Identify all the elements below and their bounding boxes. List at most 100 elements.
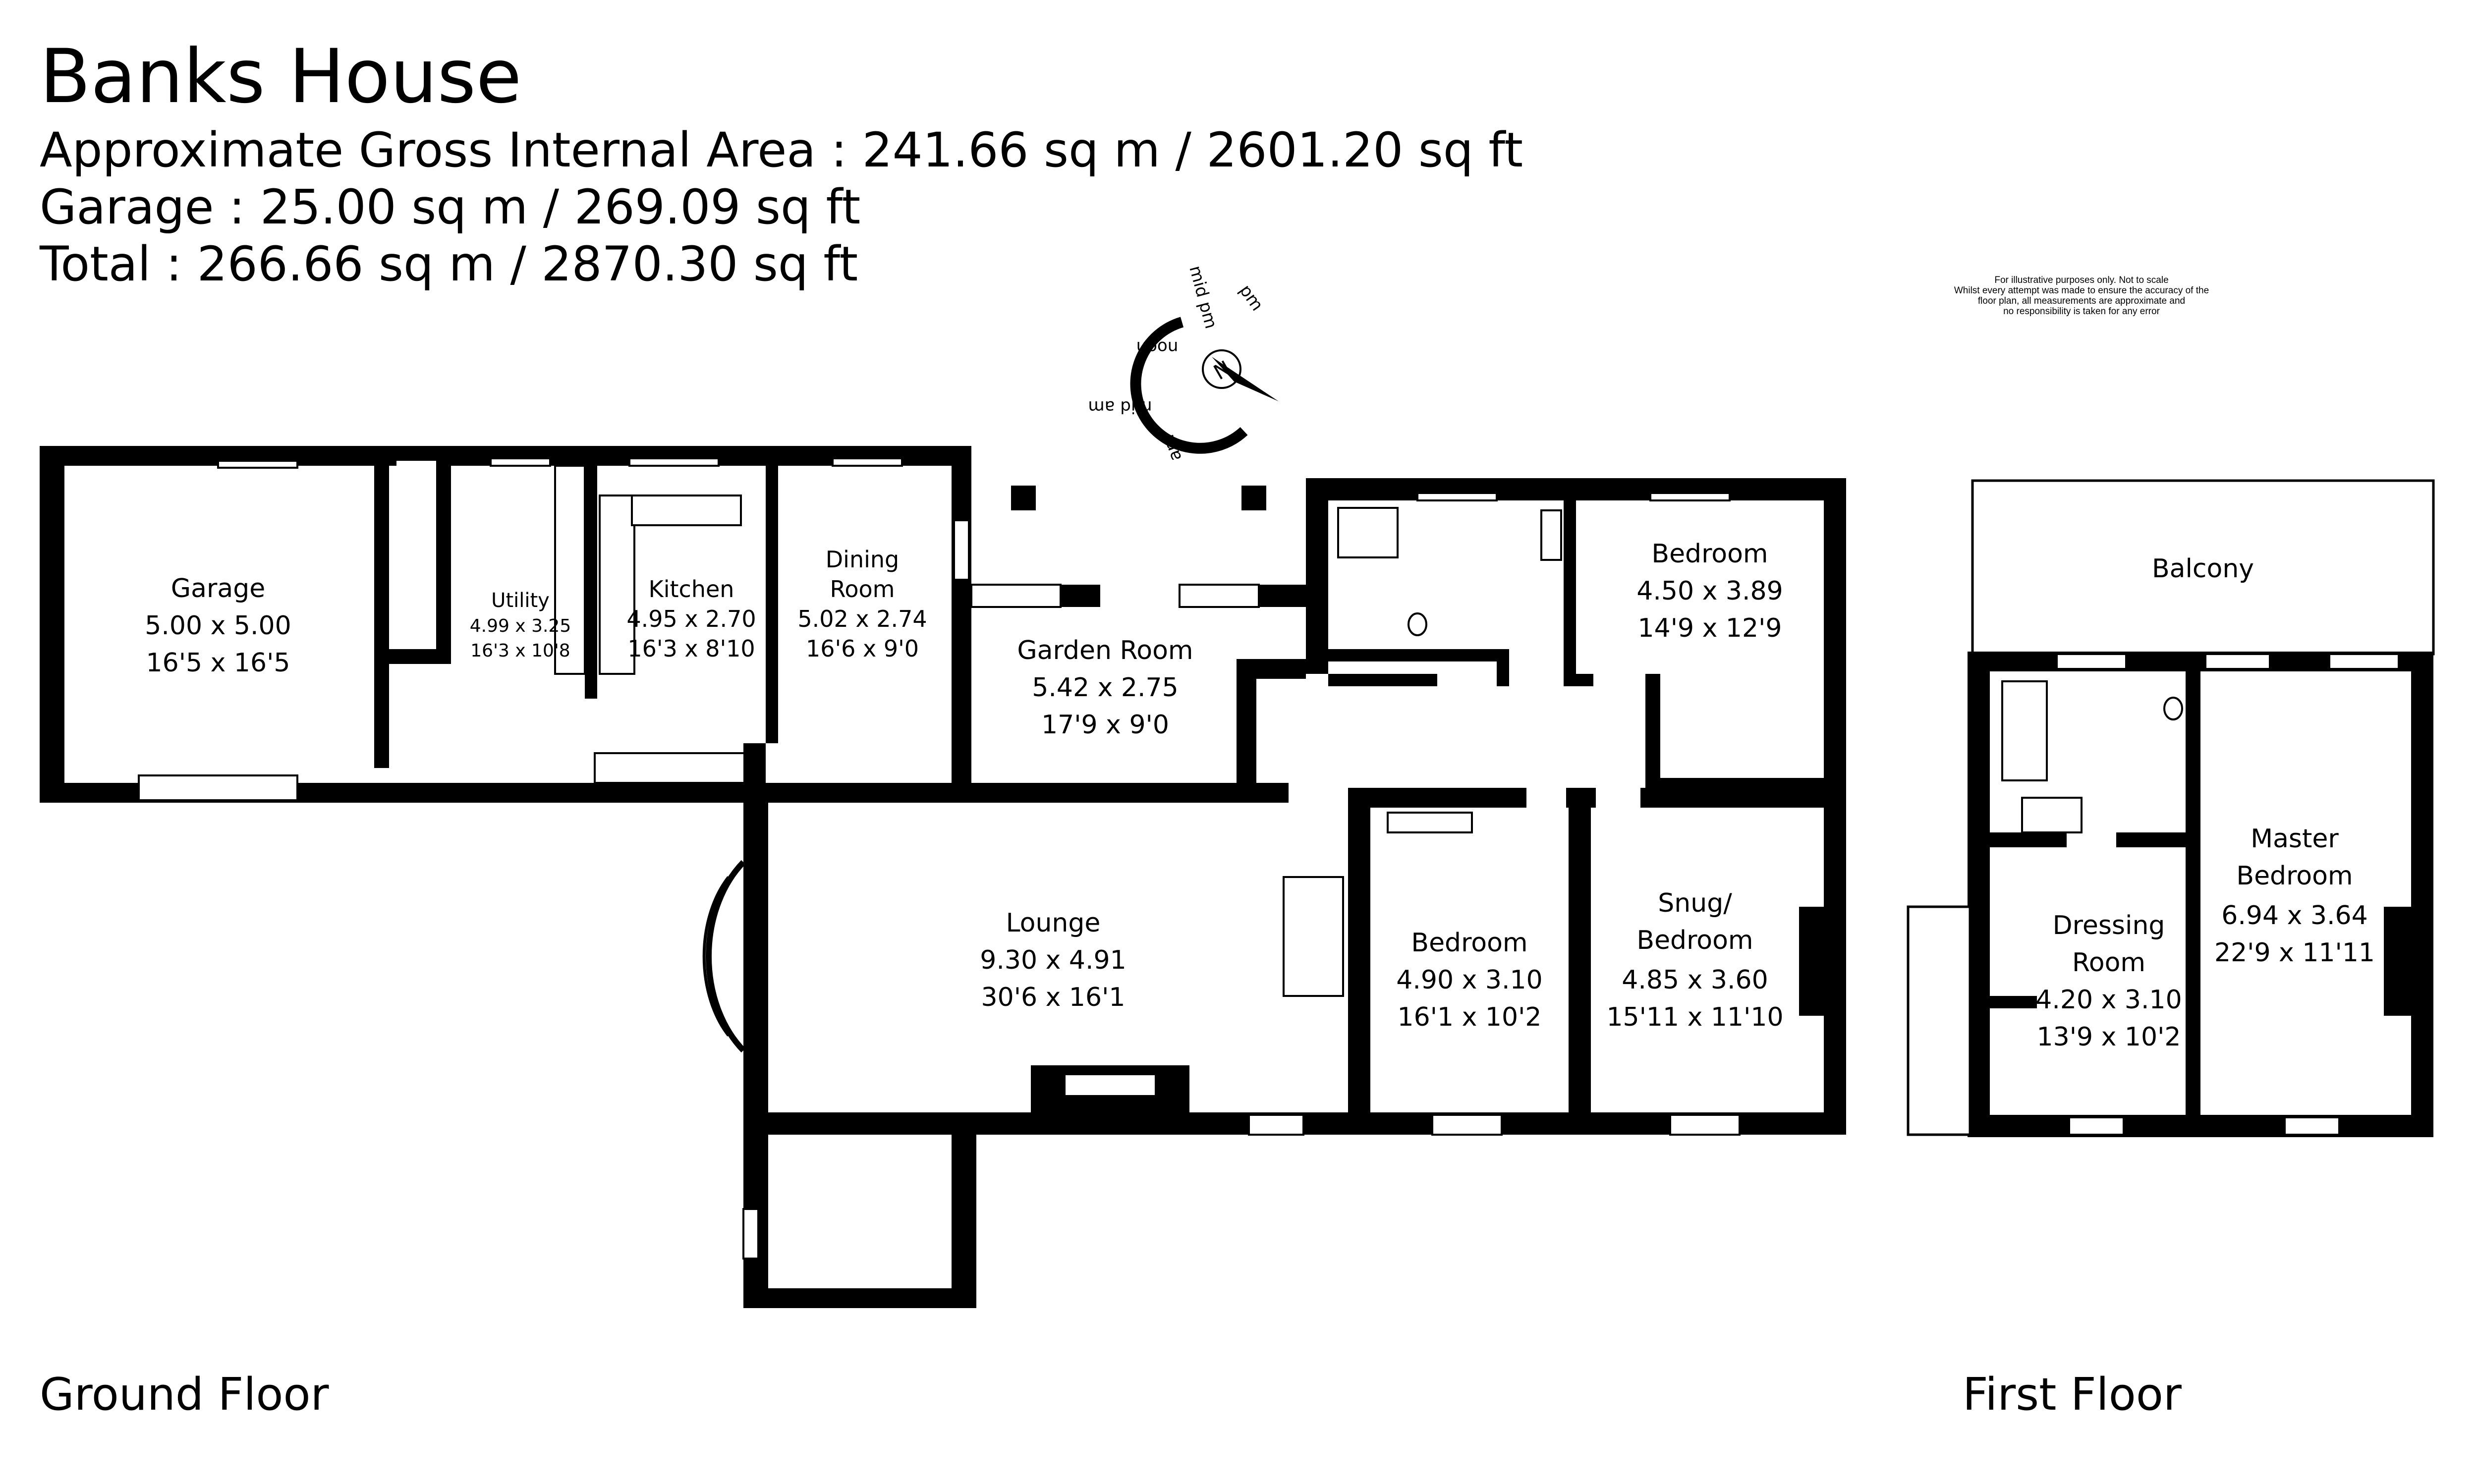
room-imperial-dining: 16'6 x 9'0 [806,635,919,662]
wall [766,466,778,743]
wall [1987,996,2037,1008]
room-imperial-master: 22'9 x 11'11 [2214,938,2375,968]
wall [585,466,597,699]
room-name-utility: Utility [491,589,550,612]
ground-floor [40,446,1846,1308]
room-metric-dressing: 4.20 x 3.10 [2035,985,2182,1015]
wall [1564,674,1593,686]
compass: N mid pm pm noon mid am am [1088,264,1279,464]
hearth [1066,1075,1155,1095]
wall [40,446,64,803]
disclaimer-line: no responsibility is taken for any error [2003,306,2160,317]
bay-window [705,860,746,1053]
room-imperial-bedroom-ne: 14'9 x 12'9 [1638,613,1782,643]
counter [554,465,586,675]
wall [1306,478,1846,500]
room-name-dressing-2: Room [2072,948,2145,978]
room-name-snug: Snug/ [1658,888,1732,918]
window [2284,1116,2340,1136]
counter [631,495,742,526]
wall [1239,783,1289,803]
disclaimer-line: For illustrative purposes only. Not to s… [1994,275,2169,285]
wall [1564,500,1576,684]
staircase-icon [1283,876,1344,997]
window [490,457,551,467]
window [1669,1114,1741,1136]
garage-window [217,460,298,469]
room-metric-snug: 4.85 x 3.60 [1622,965,1768,995]
room-name-snug-2: Bedroom [1636,926,1753,955]
counter [594,752,759,784]
room-name-master-2: Bedroom [2236,861,2353,891]
window [2068,1116,2125,1136]
ground-floor-label: Ground Floor [40,1369,329,1421]
room-imperial-snug: 15'11 x 11'10 [1606,1002,1783,1032]
wall [1640,788,1844,808]
room-metric-master: 6.94 x 3.64 [2221,901,2367,931]
room-metric-dining: 5.02 x 2.74 [797,605,927,632]
room-metric-garage: 5.00 x 5.00 [145,611,291,641]
compass-label: mid am [1088,397,1152,417]
wall [1259,585,1308,607]
wall [1645,674,1660,783]
counter [599,495,635,675]
room-name-master: Master [2251,824,2339,854]
wall [743,1288,976,1308]
room-imperial-bedroom-s: 16'1 x 10'2 [1398,1002,1542,1032]
window [628,457,720,467]
wall [1987,832,2067,847]
room-imperial-utility: 16'3 x 10'8 [470,641,570,661]
garage-area: Garage : 25.00 sq m / 269.09 sq ft [40,179,861,235]
room-name-garden: Garden Room [1017,636,1193,665]
gross-internal-area: Approximate Gross Internal Area : 241.66… [40,122,1523,178]
fireplace [2384,907,2414,1016]
room-labels: Garage 5.00 x 5.00 16'5 x 16'5 Utility 4… [145,539,2375,1052]
wall [961,783,1254,803]
garage-door[interactable] [138,774,298,801]
compass-label: noon [1136,337,1179,357]
wall [952,446,971,803]
first-floor-staircase-icon [1907,905,1971,1136]
first-floor [1907,479,2435,1137]
window [1431,1114,1503,1136]
toilet-icon [2163,697,2183,720]
room-name-dining: Dining [826,546,900,573]
room-name-bedroom-ne: Bedroom [1651,539,1768,569]
fireplace [1799,907,1824,1016]
window [1248,1114,1304,1136]
page-title: Banks House [40,34,522,120]
window [1649,492,1731,501]
wall [1306,478,1328,674]
room-name-garage: Garage [171,574,265,604]
balcony-outline [1971,479,2435,656]
wall [743,793,768,1140]
room-imperial-garage: 16'5 x 16'5 [146,648,290,678]
wall [436,446,451,664]
pillar [1241,486,1266,510]
wardrobe [1387,812,1473,833]
compass-dial-icon [1202,349,1241,389]
window [953,519,970,581]
shower-icon [1337,507,1399,558]
wall [1256,659,1306,679]
wall [1328,674,1437,686]
window [1179,584,1260,608]
wall [374,446,389,768]
wall [1569,803,1591,1135]
window [1416,492,1498,501]
wall [1237,659,1256,803]
window [742,1208,759,1260]
room-name-lounge: Lounge [1006,908,1101,938]
pillar [1011,486,1036,510]
wall [1348,788,1370,1135]
bay-window [702,876,730,1037]
window [970,584,1062,608]
wall [392,446,441,461]
room-metric-bedroom-ne: 4.50 x 3.89 [1636,576,1783,606]
wall [743,743,766,783]
sink-icon [2021,797,2083,833]
disclaimer-line: floor plan, all measurements are approxi… [1977,296,2186,306]
compass-arc-icon [1130,317,1248,454]
window [2056,653,2127,670]
